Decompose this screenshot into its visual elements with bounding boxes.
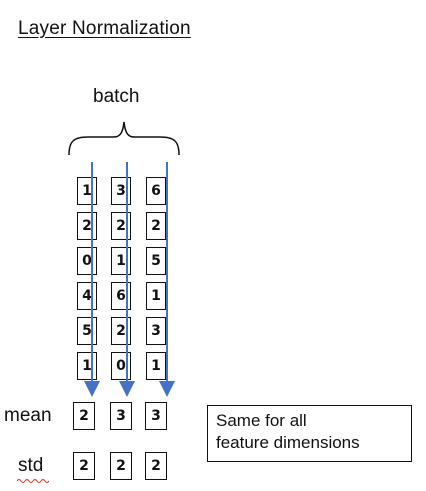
matrix-cell: 1	[77, 177, 97, 205]
mean-label: mean	[4, 405, 52, 426]
matrix-cell: 2	[111, 212, 131, 240]
diagram-title: Layer Normalization	[18, 18, 191, 39]
note-line-1: Same for all	[216, 411, 307, 430]
mean-cell: 3	[145, 402, 167, 430]
matrix-cell: 1	[146, 352, 166, 380]
matrix-cell: 1	[146, 282, 166, 310]
matrix-cell: 0	[77, 247, 97, 275]
std-label: std	[18, 455, 44, 476]
matrix-cell: 5	[77, 317, 97, 345]
matrix-cell: 3	[111, 177, 131, 205]
note-line-2: feature dimensions	[216, 433, 360, 452]
std-cell: 2	[145, 452, 167, 480]
mean-cell: 2	[73, 402, 95, 430]
matrix-cell: 2	[146, 212, 166, 240]
matrix-cell: 2	[111, 317, 131, 345]
batch-brace	[68, 121, 180, 156]
matrix-cell: 1	[77, 352, 97, 380]
matrix-cell: 0	[111, 352, 131, 380]
std-cell: 2	[73, 452, 95, 480]
matrix-cell: 2	[77, 212, 97, 240]
matrix-cell: 6	[111, 282, 131, 310]
matrix-cell: 6	[146, 177, 166, 205]
spellcheck-underline	[17, 479, 49, 483]
matrix-cell: 4	[77, 282, 97, 310]
note-box: Same for all feature dimensions	[207, 405, 412, 462]
mean-cell: 3	[110, 402, 132, 430]
matrix-cell: 3	[146, 317, 166, 345]
matrix-cell: 5	[146, 247, 166, 275]
batch-label: batch	[93, 86, 140, 107]
matrix-cell: 1	[111, 247, 131, 275]
std-cell: 2	[110, 452, 132, 480]
